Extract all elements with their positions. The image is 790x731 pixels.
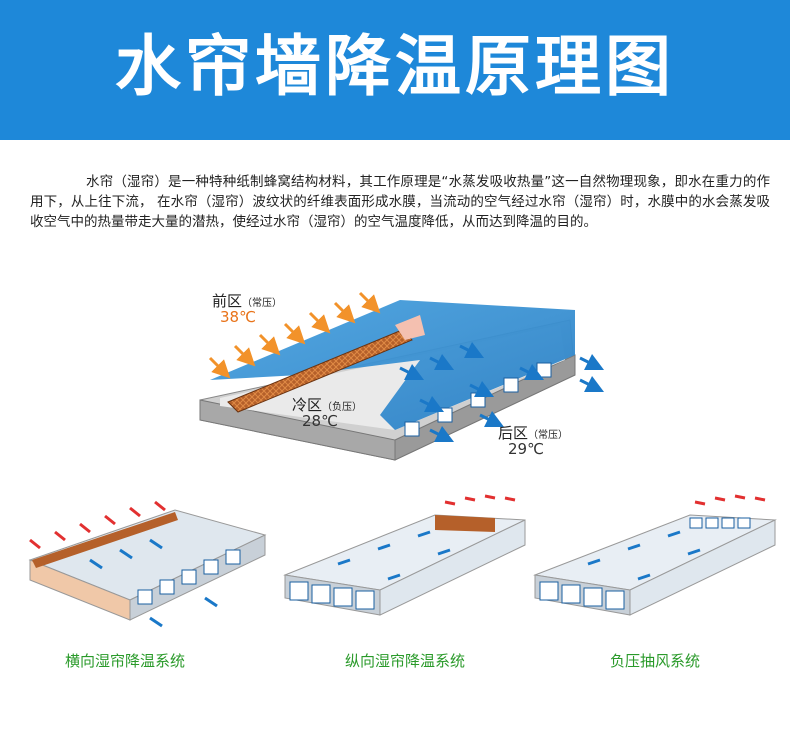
description-text: 水帘（湿帘）是一种特种纸制蜂窝结构材料，其工作原理是“水蒸发吸收热量”这一自然物… (30, 174, 770, 230)
longitudinal-system-illustration (283, 494, 526, 616)
page-title: 水帘墙降温原理图 (115, 28, 675, 105)
system-longitudinal-diagram (280, 490, 530, 639)
front-zone-label: 前区（常压） (212, 292, 283, 310)
front-zone-temp: 38℃ (220, 308, 256, 326)
rear-zone-label: 后区（常压） (498, 424, 569, 442)
cold-zone-label: 冷区（负压） (292, 396, 363, 414)
main-cooling-diagram: 前区（常压） 38℃ 冷区（负压） 28℃ 后区（常压） 29℃ (180, 280, 620, 474)
system-horizontal-diagram (10, 490, 270, 639)
cold-zone-temp: 28℃ (302, 412, 338, 430)
horizontal-system-illustration (28, 500, 267, 628)
cool-air-arrows (399, 341, 605, 443)
hot-air-arrows (208, 291, 381, 379)
caption-horizontal-system: 横向湿帘降温系统 (64, 652, 185, 670)
wall-roof (210, 300, 575, 430)
rear-zone-temp: 29℃ (508, 440, 544, 458)
system-negative-pressure-diagram (530, 490, 785, 639)
greenhouse-cutaway-illustration (199, 291, 605, 461)
header-banner: 水帘墙降温原理图 (0, 0, 790, 140)
caption-negative-pressure-system: 负压抽风系统 (609, 652, 700, 670)
caption-longitudinal-system: 纵向湿帘降温系统 (344, 652, 465, 670)
water-inlet (395, 315, 425, 340)
negative-pressure-system-illustration (533, 494, 777, 616)
cooling-pad (227, 329, 413, 413)
